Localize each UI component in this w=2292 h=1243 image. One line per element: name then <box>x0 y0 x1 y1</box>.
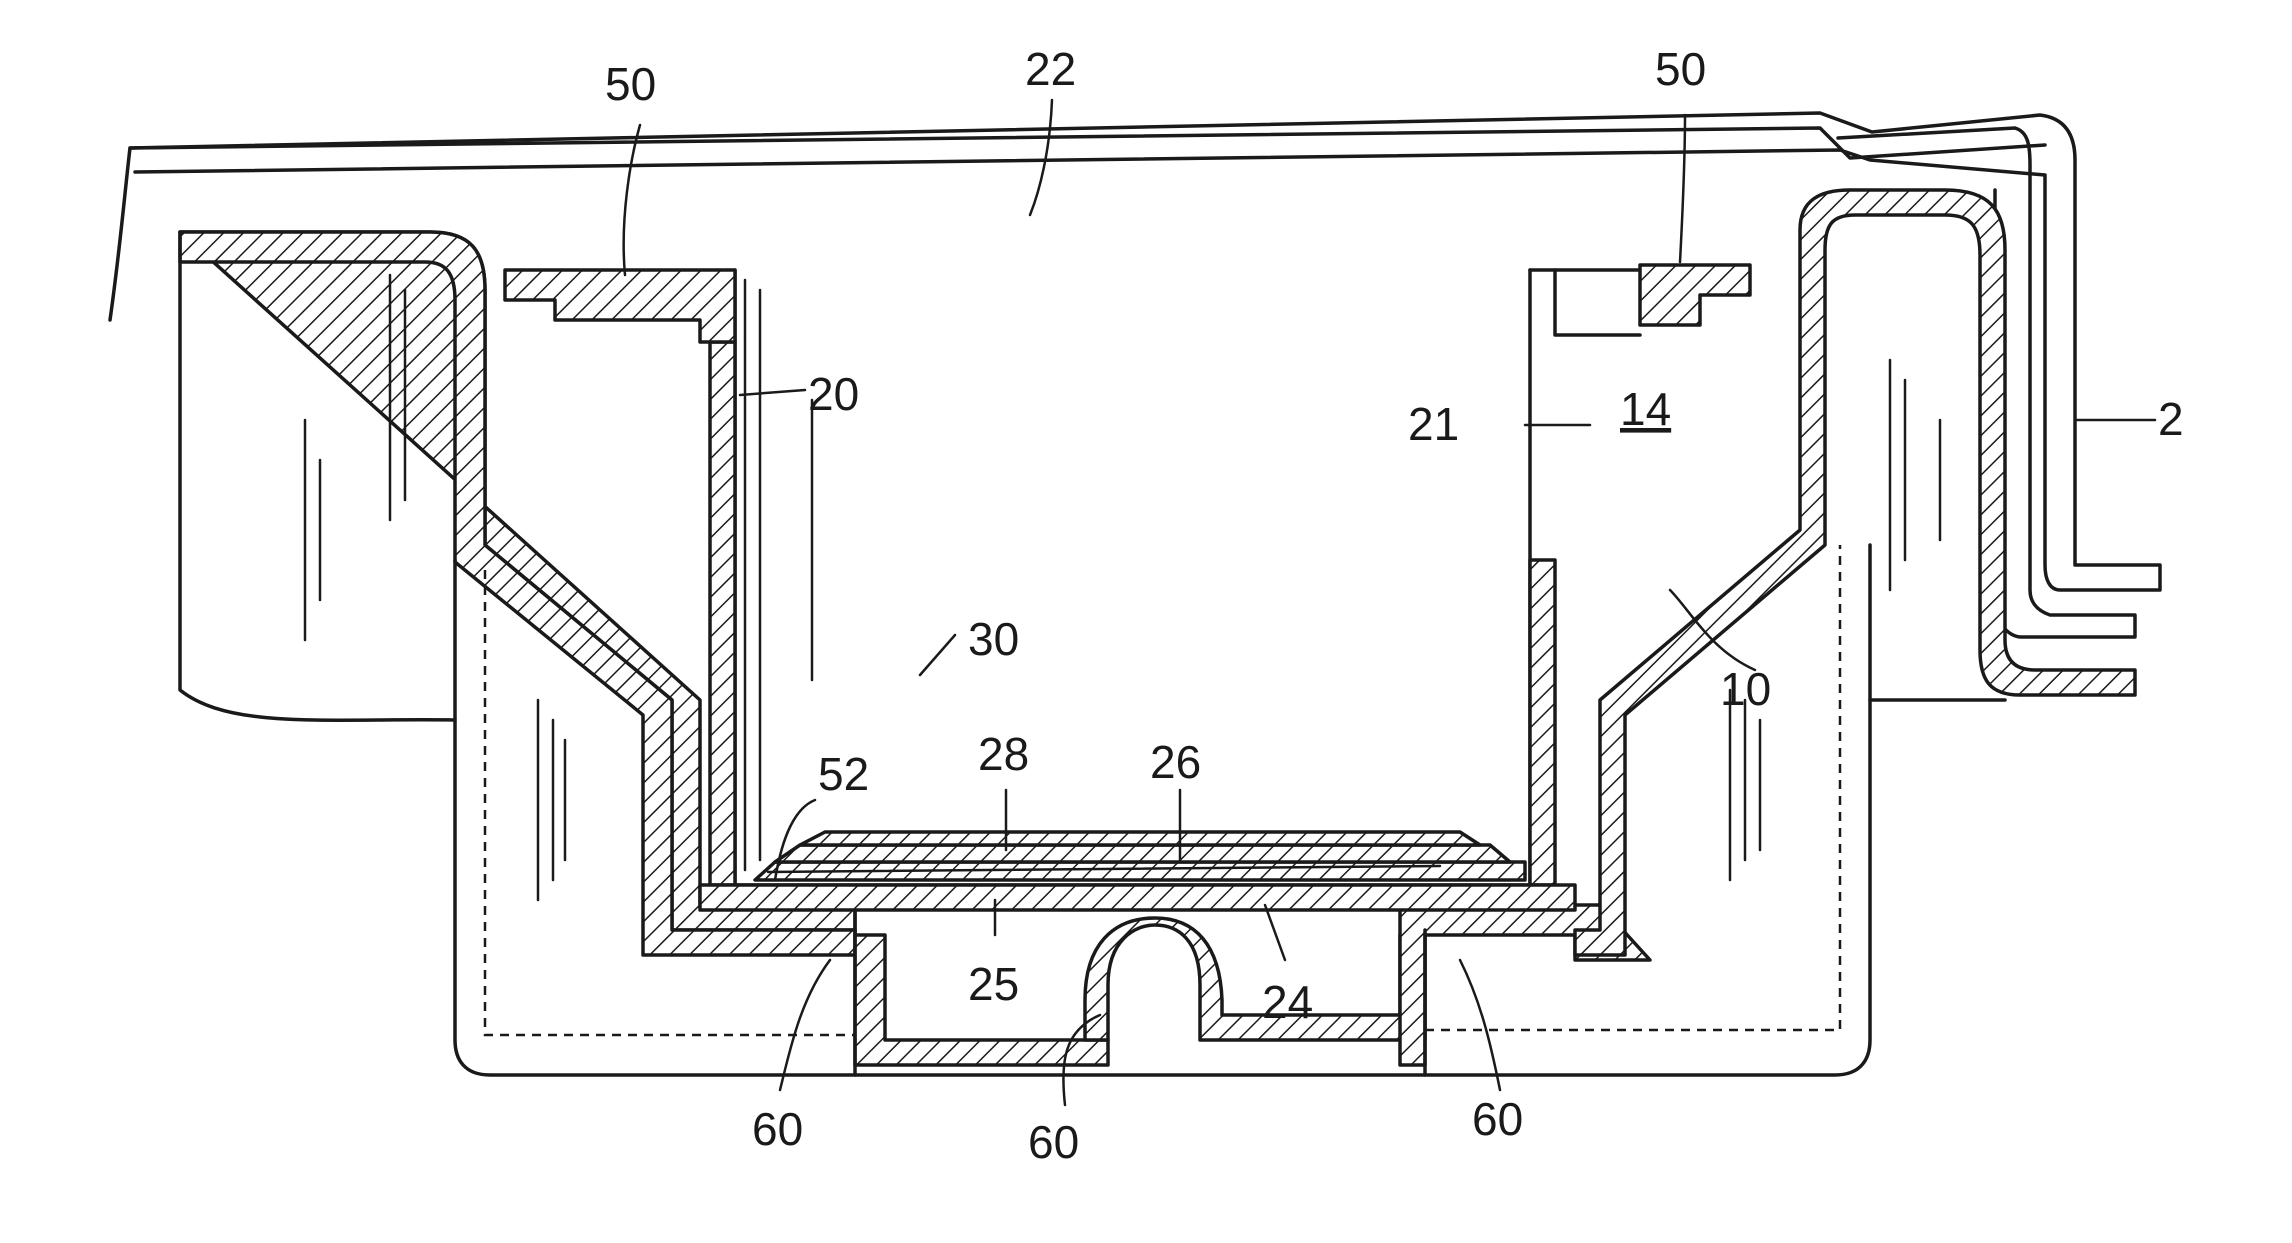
label-ref-25: 25 <box>968 958 1019 1010</box>
flange-50-left <box>505 270 735 342</box>
outer-housing-shell <box>180 190 2135 1065</box>
label-ref-10: 10 <box>1720 663 1771 715</box>
filter-layers <box>755 832 1525 880</box>
label-ref-14: 14 <box>1620 383 1671 435</box>
label-ref-52: 52 <box>818 748 869 800</box>
flange-50-right <box>1530 265 1750 335</box>
label-ref-50-right: 50 <box>1655 43 1706 95</box>
label-ref-20: 20 <box>808 368 859 420</box>
label-ref-28: 28 <box>978 728 1029 780</box>
label-ref-60-left: 60 <box>752 1103 803 1155</box>
label-ref-21: 21 <box>1408 398 1459 450</box>
label-ref-30: 30 <box>968 613 1019 665</box>
label-ref-26: 26 <box>1150 736 1201 788</box>
label-ref-24: 24 <box>1262 976 1313 1028</box>
label-ref-2: 2 <box>2158 393 2184 445</box>
inner-cup <box>700 270 1575 910</box>
label-ref-22: 22 <box>1025 43 1076 95</box>
label-ref-50-left: 50 <box>605 58 656 110</box>
label-ref-60-right: 60 <box>1472 1093 1523 1145</box>
label-ref-60-center: 60 <box>1028 1116 1079 1168</box>
